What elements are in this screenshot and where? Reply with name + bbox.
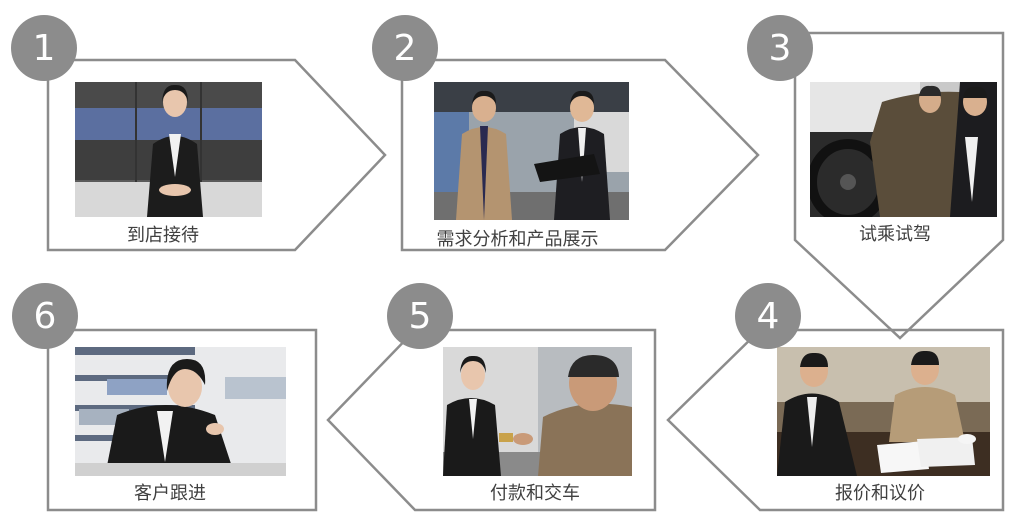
step-1-arrow-shape — [46, 58, 387, 252]
step-2-number-badge: 2 — [372, 15, 438, 81]
step-6-box-shape — [46, 328, 318, 512]
consultation-photo-icon — [434, 82, 629, 220]
step-5-arrow-shape — [326, 328, 657, 512]
step-5-number-badge: 5 — [387, 283, 453, 349]
step-1-label: 到店接待 — [127, 225, 199, 246]
step-6-label: 客户跟进 — [134, 483, 206, 504]
step-3-label: 试乘试驾 — [859, 224, 931, 245]
step-2-arrow-shape — [400, 58, 760, 252]
test-drive-photo-icon — [810, 82, 997, 217]
step-3-number-badge: 3 — [747, 15, 813, 81]
step-1-number-badge: 1 — [11, 15, 77, 81]
receptionist-photo-icon — [75, 82, 262, 217]
payment-photo-icon — [443, 347, 632, 476]
negotiation-photo-icon — [777, 347, 990, 476]
customer-service-photo-icon — [75, 347, 286, 476]
step-3-arrow-shape — [793, 31, 1005, 340]
step-5-label: 付款和交车 — [490, 483, 580, 504]
step-6-number-badge: 6 — [12, 283, 78, 349]
step-4-arrow-shape — [666, 328, 1005, 512]
step-2-label: 需求分析和产品展示 — [436, 229, 599, 250]
step-4-number-badge: 4 — [735, 283, 801, 349]
step-4-label: 报价和议价 — [835, 483, 925, 504]
